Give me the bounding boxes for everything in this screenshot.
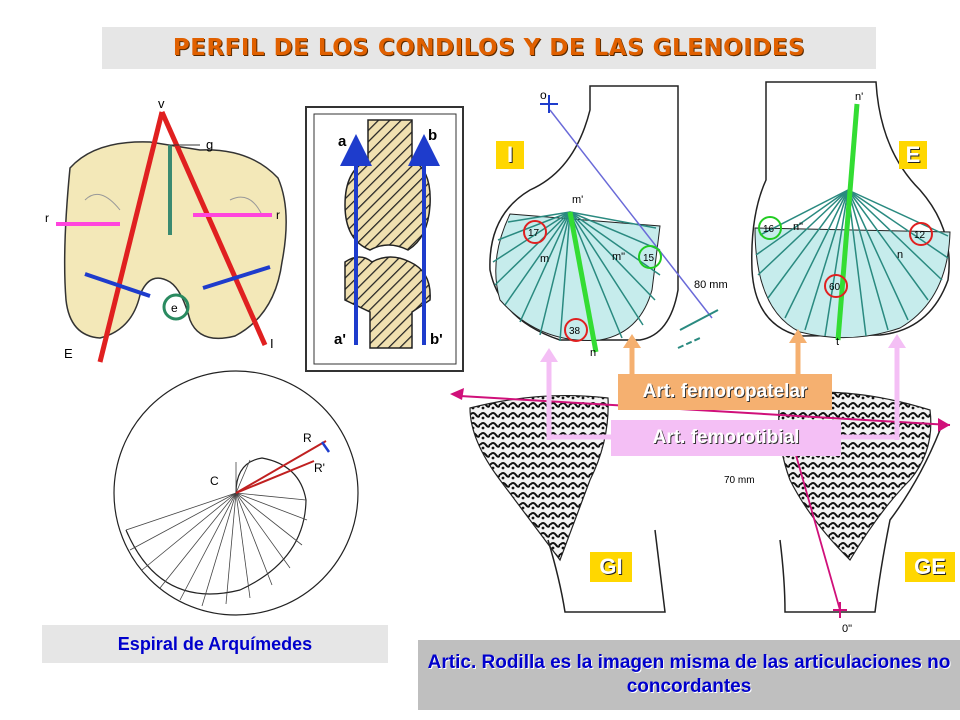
femur-figure: v g r r e E I: [45, 96, 287, 363]
axis-letter-b-prime: b': [430, 331, 443, 348]
condyle-letter-m: m: [540, 253, 549, 265]
femur-letter-g: g: [206, 137, 213, 152]
tibia-label-70mm: 70 mm: [724, 475, 755, 486]
conclusion-box: Artic. Rodilla es la imagen misma de las…: [418, 640, 960, 710]
label-gi-text: GI: [599, 554, 623, 579]
femur-letter-r-right: r: [276, 208, 280, 222]
axis-letter-a: a: [338, 133, 347, 150]
label-ge-text: GE: [914, 554, 946, 579]
circled-15: 15: [643, 253, 655, 264]
art-femorotibial-label: Art. femorotibial: [611, 420, 841, 456]
spiral-letter-R: R: [303, 431, 312, 445]
femur-letter-v: v: [158, 96, 165, 111]
spiral-caption-box: Espiral de Arquímedes: [42, 625, 388, 663]
internal-condyle-figure: o m' m m" n 80 mm 17 15 38: [489, 85, 728, 359]
label-internal-text: I: [506, 142, 514, 167]
condyle-letter-n-prime: n': [855, 91, 863, 103]
art-femoropatelar-text: Art. femoropatelar: [642, 381, 808, 402]
conclusion-text: Artic. Rodilla es la imagen misma de las…: [427, 652, 951, 697]
art-femorotibial-text: Art. femorotibial: [652, 427, 800, 448]
axis-letter-a-prime: a': [334, 331, 346, 348]
condyle-letter-t: t: [836, 336, 839, 348]
tibia-letter-o-dbl: 0": [842, 623, 852, 635]
condyle-letter-n-internal: n: [590, 347, 596, 359]
spiral-letter-R-prime: R': [314, 461, 325, 475]
femur-letter-E: E: [64, 346, 73, 361]
label-glenoid-external: GE: [905, 552, 955, 582]
condyle-letter-m-dbl: m": [612, 251, 625, 263]
title-banner: PERFIL DE LOS CONDILOS Y DE LAS GLENOIDE…: [102, 27, 876, 69]
condyle-letter-o: o: [540, 88, 547, 102]
axis-letter-b: b: [428, 127, 437, 144]
red-axis-left: [97, 111, 165, 363]
circled-16: 16: [763, 224, 775, 235]
femur-letter-e: e: [171, 301, 178, 315]
label-glenoid-internal: GI: [590, 552, 632, 582]
external-condyle-figure: n' n" n t 16 12 60: [751, 81, 951, 348]
condyle-label-80mm: 80 mm: [694, 279, 728, 291]
archimedes-spiral-figure: R R' C: [113, 370, 359, 616]
label-internal: I: [496, 141, 524, 169]
femur-letter-I: I: [270, 336, 274, 351]
circled-38: 38: [569, 326, 581, 337]
femur-letter-r-left: r: [45, 211, 49, 225]
articulation-arrows: [540, 329, 906, 440]
page-title: PERFIL DE LOS CONDILOS Y DE LAS GLENOIDE…: [172, 35, 806, 61]
circled-17: 17: [528, 228, 540, 239]
condyle-letter-n-dbl: n": [793, 221, 803, 233]
knee-axis-figure: a b a' b': [305, 106, 464, 372]
spiral-letter-C: C: [210, 474, 219, 488]
condyle-letter-n: n: [897, 249, 903, 261]
red-axis-right: [159, 110, 268, 347]
art-femoropatelar-label: Art. femoropatelar: [618, 374, 832, 410]
circled-12: 12: [914, 230, 926, 241]
label-external-text: E: [905, 142, 921, 167]
label-external: E: [899, 141, 927, 169]
condyle-letter-m-prime: m': [572, 194, 583, 206]
circled-60: 60: [829, 282, 841, 293]
spiral-caption: Espiral de Arquímedes: [117, 633, 313, 654]
